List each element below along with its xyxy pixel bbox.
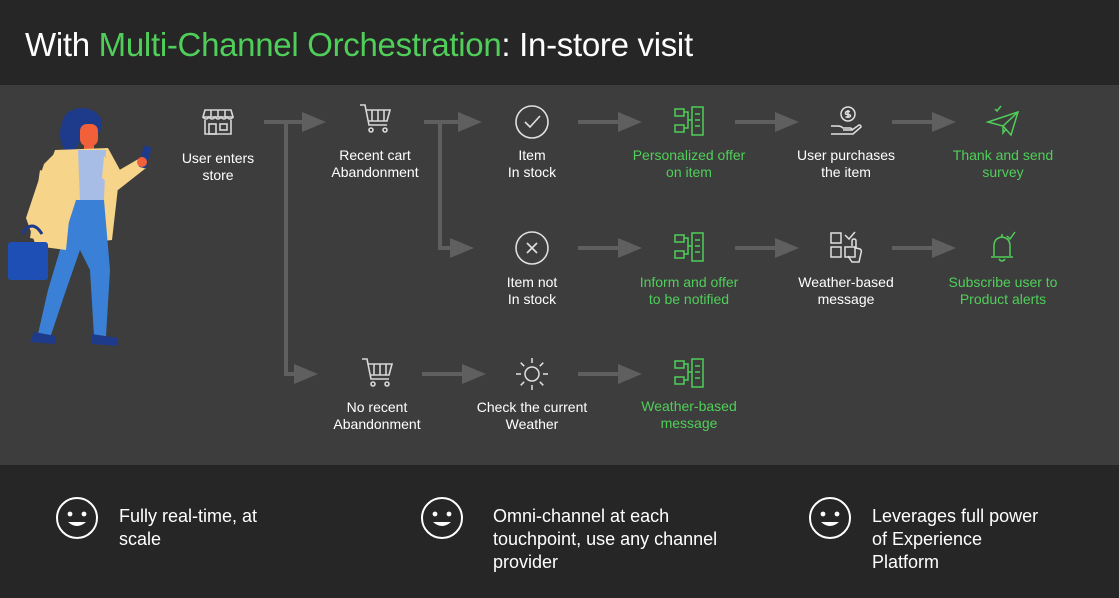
workflow-icon (674, 106, 704, 136)
title-prefix: With (25, 26, 99, 63)
header: With Multi-Channel Orchestration: In-sto… (0, 0, 1119, 85)
page-title: With Multi-Channel Orchestration: In-sto… (25, 26, 693, 64)
title-highlight: Multi-Channel Orchestration (98, 26, 502, 63)
workflow-icon (674, 358, 704, 388)
title-suffix: : In-store visit (501, 26, 693, 63)
features-footer (0, 465, 1119, 598)
cart-icon (360, 104, 392, 133)
workflow-icon (674, 232, 704, 262)
store-icon (201, 109, 235, 135)
paper-plane-icon (985, 105, 1020, 137)
check-circle-icon (515, 105, 549, 139)
apps-touch-icon (830, 231, 863, 263)
hand-dollar-icon (831, 106, 862, 135)
arrow-lines (264, 120, 934, 376)
bell-icon (991, 231, 1016, 262)
sun-icon (516, 358, 548, 390)
x-circle-icon (515, 231, 549, 265)
smiley-icon (56, 497, 98, 539)
cart-icon (362, 358, 394, 387)
smiley-icon (809, 497, 851, 539)
flow-panel (0, 85, 1119, 465)
shopper-illustration (8, 108, 152, 346)
smiley-icon (421, 497, 463, 539)
arrow-heads (294, 112, 956, 384)
